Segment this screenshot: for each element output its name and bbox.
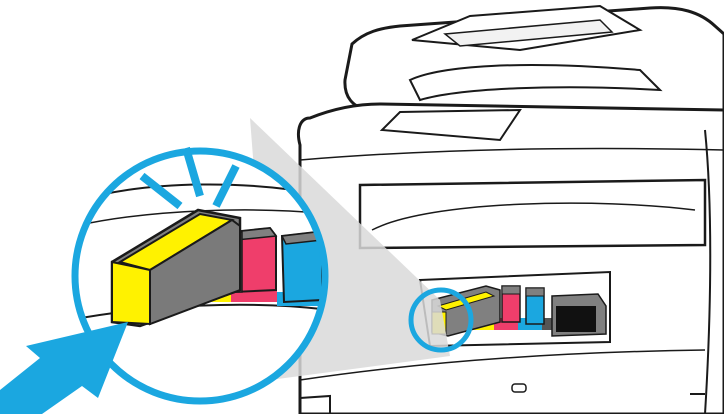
push-arrow-icon <box>0 322 128 414</box>
printer-usb-port <box>512 384 526 392</box>
installed-cartridge-magenta <box>502 286 520 322</box>
installed-cartridge-cyan <box>526 288 544 324</box>
zoomed-cartridge-cyan <box>282 232 322 302</box>
printer-output-opening <box>360 180 705 248</box>
installed-cartridge-black <box>552 294 606 336</box>
